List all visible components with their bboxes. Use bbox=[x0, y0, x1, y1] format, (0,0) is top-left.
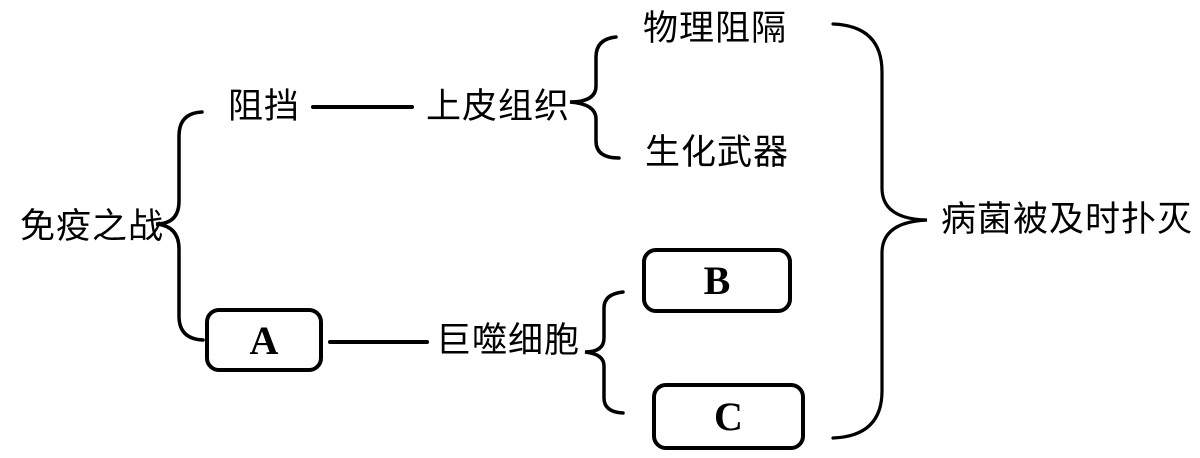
macrophage-brace bbox=[584, 290, 625, 415]
biochemical-weapon-label: 生化武器 bbox=[645, 133, 790, 172]
physical-barrier-label: 物理阻隔 bbox=[643, 9, 788, 48]
block-label: 阻挡 bbox=[228, 87, 301, 126]
root-brace bbox=[155, 110, 205, 342]
macrophage-label: 巨噬细胞 bbox=[436, 321, 581, 360]
outcome-label: 病菌被及时扑灭 bbox=[941, 200, 1194, 239]
outcome-brace bbox=[831, 22, 928, 440]
epithelial-brace bbox=[569, 35, 621, 160]
box-b: B bbox=[642, 248, 792, 313]
epithelial-tissue-label: 上皮组织 bbox=[426, 87, 571, 126]
root-label: 免疫之战 bbox=[20, 207, 165, 246]
box-a: A bbox=[205, 308, 323, 372]
box-c: C bbox=[652, 383, 805, 450]
